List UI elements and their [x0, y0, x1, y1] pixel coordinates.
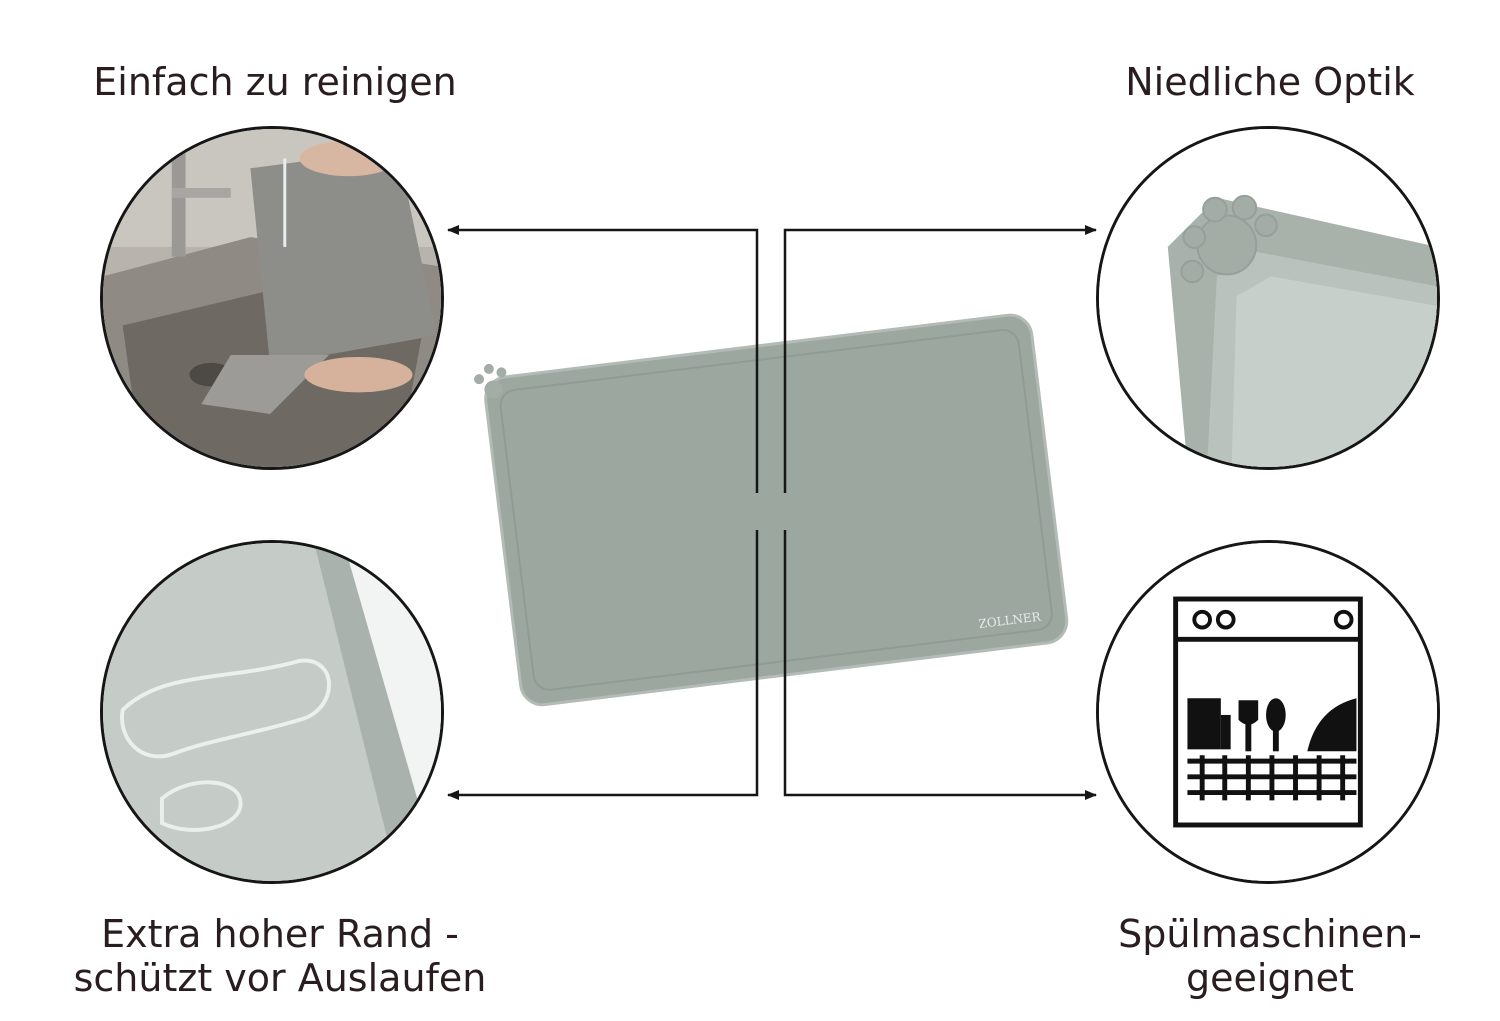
paw-corner-icon [474, 363, 507, 399]
paw-closeup-image [1099, 129, 1437, 467]
feature-label-dishwasher: Spülmaschinen- geeignet [1060, 912, 1480, 1000]
water-puddle-icon [120, 658, 331, 832]
silicone-mat-image: ZOLLNER [474, 313, 1069, 707]
feature-label-cute-look: Niedliche Optik [1125, 60, 1415, 104]
circle-dishwasher [1096, 540, 1440, 884]
hand-icon [299, 140, 398, 177]
high-rim-water-image [103, 543, 441, 881]
feature-label-high-rim-line2: schützt vor Auslaufen [73, 956, 487, 1000]
circle-paw-closeup-photo [1096, 126, 1440, 470]
dishwasher-icon [1099, 543, 1437, 881]
sink-cleaning-image [103, 129, 441, 467]
feature-label-easy-clean: Einfach zu reinigen [93, 60, 457, 104]
paw-icon [1180, 194, 1278, 284]
feature-label-dishwasher-line1: Spülmaschinen- [1118, 912, 1422, 956]
feature-label-high-rim-line1: Extra hoher Rand - [101, 912, 459, 956]
circle-high-rim-photo [100, 540, 444, 884]
circle-sink-cleaning-photo [100, 126, 444, 470]
feature-label-high-rim: Extra hoher Rand - schützt vor Auslaufen [40, 912, 520, 1000]
gray-mat-held [250, 148, 438, 365]
feature-label-dishwasher-line2: geeignet [1186, 956, 1354, 1000]
connector-lines [447, 225, 1097, 800]
faucet-icon [171, 148, 186, 257]
